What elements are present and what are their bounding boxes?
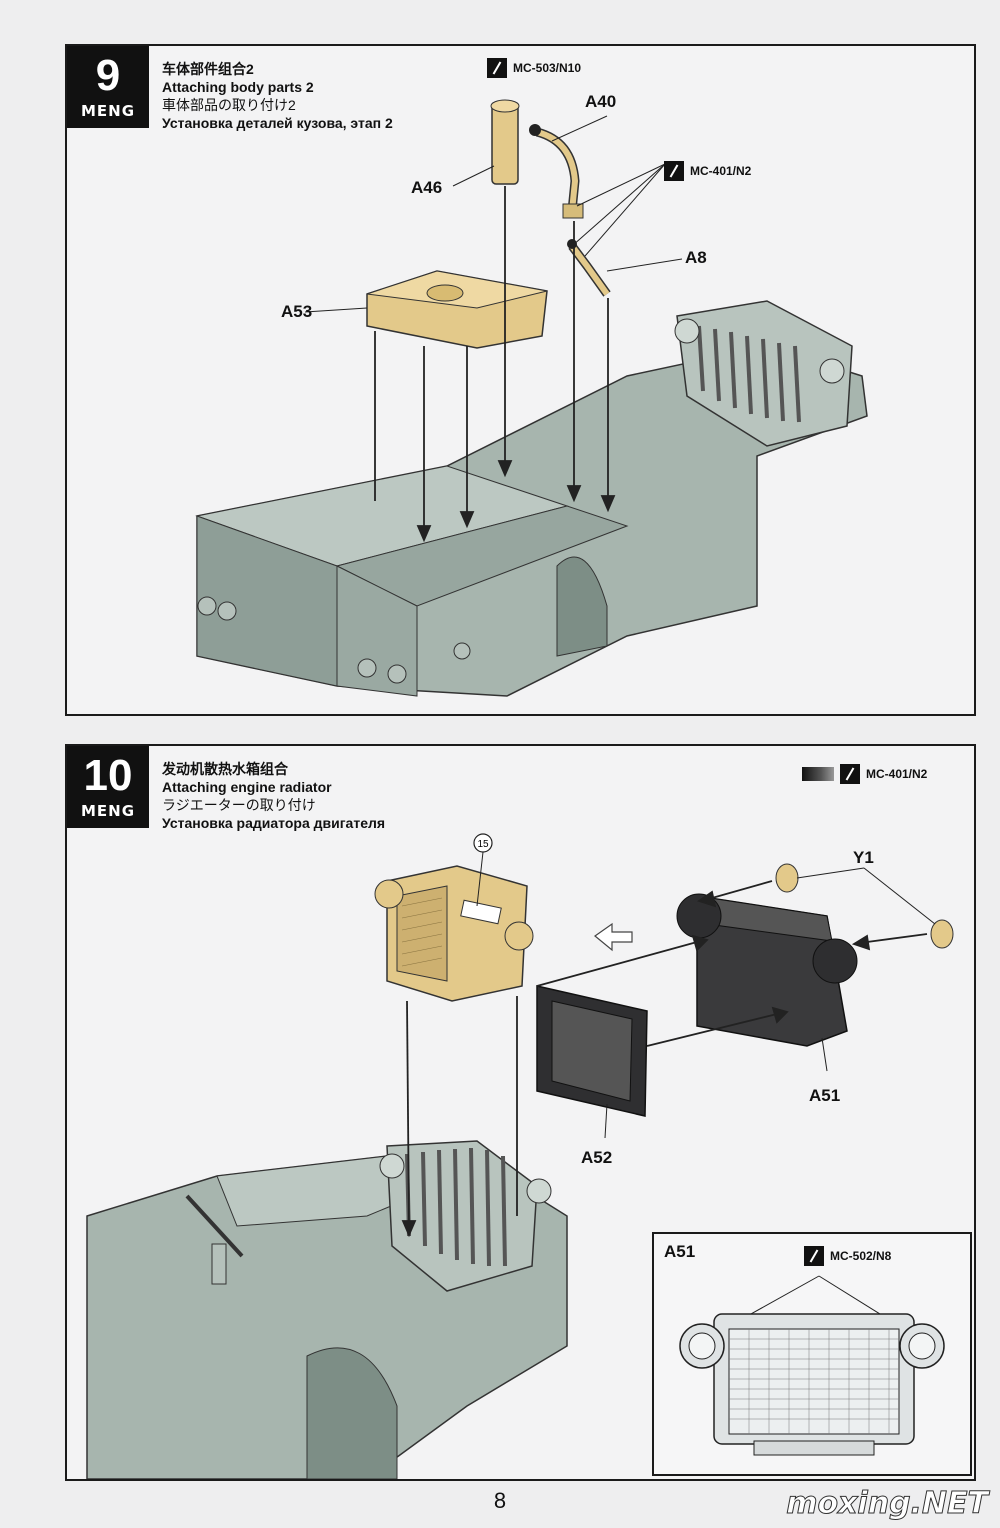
label-y1: Y1 xyxy=(853,848,874,867)
part-a40 xyxy=(529,124,584,219)
part-radiator-yellow xyxy=(374,865,534,1002)
step-10-number: 10 xyxy=(83,751,133,800)
step-10-title-ru: Установка радиатора двигателя xyxy=(162,815,386,831)
step-10-title-en: Attaching engine radiator xyxy=(162,779,332,795)
step-10-badge: 10 MENG xyxy=(67,746,149,828)
paint-callout-top: MC-503/N10 xyxy=(487,58,581,78)
watermark-logo: moxing.NET xyxy=(786,1486,989,1522)
jeep-body-step10 xyxy=(86,1140,568,1479)
page-number: 8 xyxy=(493,1488,507,1513)
label-a8: A8 xyxy=(685,248,707,267)
label-a53: A53 xyxy=(281,302,313,321)
step-9-title-jp: 車体部品の取り付け2 xyxy=(162,97,296,113)
step-10-title-jp: ラジエーターの取り付け xyxy=(162,797,316,813)
step-9-title-en: Attaching body parts 2 xyxy=(162,79,314,95)
step-9-titles: 车体部件组合2 Attaching body parts 2 車体部品の取り付け… xyxy=(162,60,393,132)
part-a51 xyxy=(676,893,858,1047)
step-10-panel: 10 MENG 发动机散热水箱组合 Attaching engine radia… xyxy=(65,744,976,1481)
inset-paint-callout: MC-502/N8 xyxy=(804,1246,891,1266)
paint-code-mid: MC-401/N2 xyxy=(690,164,752,178)
step-9-title-ru: Установка деталей кузова, этап 2 xyxy=(162,115,393,131)
jeep-body-step9 xyxy=(195,300,868,697)
step-9-number: 9 xyxy=(95,51,121,100)
step-10-title-cn: 发动机散热水箱组合 xyxy=(162,761,288,777)
part-y1-right xyxy=(930,919,954,949)
decal-number: 15 xyxy=(477,839,489,850)
dark-gradient-swatch xyxy=(802,767,834,781)
label-a51: A51 xyxy=(809,1086,841,1105)
step-10-titles: 发动机散热水箱组合 Attaching engine radiator ラジエー… xyxy=(162,760,385,832)
step-9-title-cn: 车体部件组合2 xyxy=(162,61,254,77)
part-a8 xyxy=(567,239,611,297)
step-9-panel: 9 MENG 车体部件组合2 Attaching body parts 2 車体… xyxy=(65,44,976,716)
inset-title: A51 xyxy=(664,1242,696,1261)
step-10-illustration: 15 xyxy=(86,833,954,1479)
label-a46: A46 xyxy=(411,178,443,197)
part-a53 xyxy=(366,270,548,349)
label-a40: A40 xyxy=(585,92,617,111)
part-a52 xyxy=(536,985,648,1117)
label-a52: A52 xyxy=(581,1148,613,1167)
paint-callout-step10: MC-401/N2 xyxy=(802,764,927,784)
brush-icon xyxy=(487,58,507,78)
paint-code-top: MC-503/N10 xyxy=(513,61,582,75)
a51-detail-inset: A51 MC-502/N8 xyxy=(652,1232,972,1476)
step-9-badge: 9 MENG xyxy=(67,46,149,128)
meng-logo: MENG xyxy=(80,102,136,120)
step-9-illustration xyxy=(195,99,868,697)
inset-paint-code: MC-502/N8 xyxy=(830,1249,892,1263)
part-y1-left xyxy=(775,863,799,893)
paint-callout-mid: MC-401/N2 xyxy=(664,161,751,181)
paint-code-step10: MC-401/N2 xyxy=(866,767,928,781)
meng-logo: MENG xyxy=(80,802,136,820)
part-a46 xyxy=(490,99,520,185)
brush-icon xyxy=(664,161,684,181)
direction-arrow xyxy=(594,922,633,952)
a51-detail-drawing xyxy=(679,1275,945,1456)
brush-icon xyxy=(804,1246,824,1266)
brush-icon xyxy=(840,764,860,784)
